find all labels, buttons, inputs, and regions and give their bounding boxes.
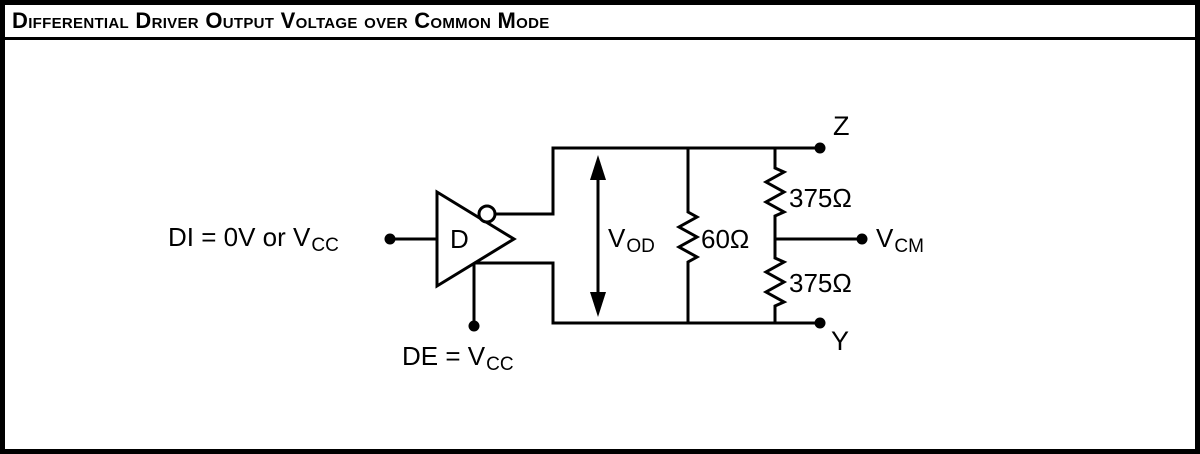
node-z-dot — [814, 142, 826, 154]
resistor-375-top-label: 375Ω — [789, 183, 852, 213]
node-vcm-dot — [856, 233, 868, 245]
resistor-375-bottom-label: 375Ω — [789, 268, 852, 298]
vod-subscript: OD — [626, 236, 655, 257]
resistor-375-bottom-symbol — [762, 239, 788, 323]
vod-text: V — [608, 223, 626, 253]
vcm-subscript: CM — [894, 236, 924, 257]
driver-enable-subscript: CC — [486, 354, 514, 375]
inversion-bubble-icon — [477, 204, 497, 224]
vcm-label: VCM — [876, 223, 924, 257]
node-y-dot — [814, 317, 826, 329]
title-divider — [5, 37, 1195, 40]
resistor-60-label: 60Ω — [701, 224, 750, 254]
vod-arrow-head-down-icon — [590, 292, 606, 317]
resistor-375-top-symbol — [762, 148, 788, 239]
vod-label: VOD — [608, 223, 655, 257]
driver-gate-label: D — [450, 224, 469, 254]
driver-enable-label: DE = VCC — [402, 341, 514, 375]
node-enable-dot — [468, 320, 480, 332]
node-input-dot — [384, 233, 396, 245]
driver-input-subscript: CC — [311, 235, 339, 256]
driver-input-label: DI = 0V or VCC — [168, 222, 339, 256]
terminal-y-label: Y — [831, 326, 850, 356]
figure-title: Differential Driver Output Voltage over … — [12, 8, 550, 33]
resistor-60-symbol — [675, 148, 701, 323]
terminal-z-label: Z — [833, 111, 850, 141]
driver-input-text: DI = 0V or V — [168, 222, 311, 252]
vod-arrow-head-up-icon — [590, 155, 606, 180]
vcm-text: V — [876, 223, 894, 253]
driver-enable-text: DE = V — [402, 341, 486, 371]
